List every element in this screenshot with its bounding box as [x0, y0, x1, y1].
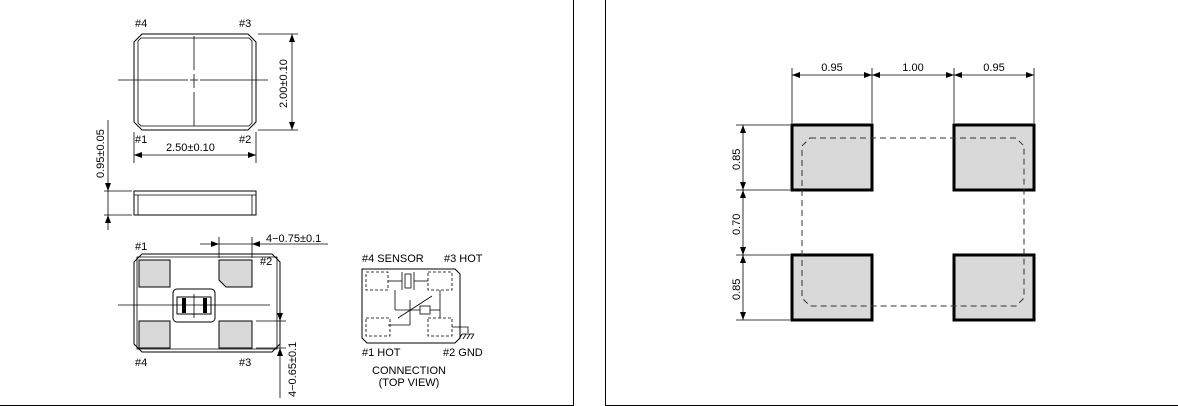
conn-sensor-label: #4 SENSOR	[362, 253, 424, 265]
conn-pad-1	[365, 317, 391, 337]
land-pattern-panel: 0.95 1.00 0.95 0.85 0.70 0.85	[605, 0, 1178, 406]
bottom-pin2-label: #2	[260, 256, 272, 268]
top-pin1-label: #1	[135, 134, 147, 146]
conn-caption-2: (TOP VIEW)	[379, 377, 440, 389]
horizontal-dimensions: 0.95 1.00 0.95	[791, 62, 1035, 123]
connection-outline	[361, 268, 461, 344]
package-drawing-panel: #4 #3 #1 #2 2.00±0.10 2.50±0.10 0.95±0.0…	[0, 0, 574, 406]
land-width-1-label: 0.95	[821, 62, 842, 74]
bottom-pad-3	[218, 320, 253, 349]
bottom-pad-4	[138, 320, 171, 349]
top-pin2-label: #2	[239, 134, 251, 146]
vertical-dimensions: 0.85 0.70 0.85	[731, 124, 790, 321]
sensor-window	[172, 288, 216, 323]
package-inner-outline	[137, 37, 253, 127]
pad-width-dimension-label: 4−0.75±0.1	[266, 233, 321, 245]
land-pad-bottom-left	[790, 253, 874, 322]
package-drawing: #4 #3 #1 #2 2.00±0.10 2.50±0.10 0.95±0.0…	[95, 18, 483, 398]
bottom-pin3-label: #3	[239, 357, 251, 369]
land-gap-label: 1.00	[902, 62, 923, 74]
conn-hot1-label: #1 HOT	[362, 347, 401, 359]
bottom-pad-2	[218, 259, 253, 288]
crystal-symbol	[404, 273, 412, 289]
conn-gnd-label: #2 GND	[443, 347, 483, 359]
package-outline	[133, 33, 257, 131]
top-view: #4 #3 #1 #2 2.00±0.10 2.50±0.10	[118, 18, 298, 163]
bottom-pad-1	[138, 259, 171, 288]
land-height-1-label: 0.85	[731, 149, 743, 170]
package-outline-dashed	[801, 137, 1025, 307]
pad-height-dimension-label: 4−0.65±0.1	[287, 342, 299, 397]
land-pads	[790, 123, 1036, 322]
conn-pad-2	[427, 317, 453, 337]
land-pattern-drawing: 0.95 1.00 0.95 0.85 0.70 0.85	[731, 62, 1036, 322]
side-outline	[133, 190, 257, 216]
land-height-2-label: 0.85	[731, 279, 743, 300]
height-dimension-label: 2.00±0.10	[278, 59, 290, 108]
top-pin4-label: #4	[135, 18, 147, 30]
thermistor-arrow	[397, 295, 433, 319]
land-pad-top-left	[790, 123, 874, 192]
resistor-symbol	[419, 305, 431, 315]
conn-hot3-label: #3 HOT	[444, 253, 483, 265]
connection-diagram: #4 SENSOR #3 HOT #1 HOT #2 GND CONNECTIO…	[361, 253, 483, 389]
land-pad-top-right	[952, 123, 1036, 192]
top-pin3-label: #3	[239, 18, 251, 30]
land-width-2-label: 0.95	[983, 62, 1004, 74]
width-dimension-label: 2.50±0.10	[166, 142, 215, 154]
land-vgap-label: 0.70	[731, 214, 743, 235]
conn-pad-4	[365, 271, 389, 291]
conn-pad-3	[427, 271, 453, 291]
conn-caption-1: CONNECTION	[372, 365, 446, 377]
bottom-view: #1 #2 #4 #3 4−0.75±0.1 4−0.65±0.1	[118, 233, 328, 398]
bottom-pin4-label: #4	[135, 357, 147, 369]
side-view: 0.95±0.05	[95, 120, 257, 230]
thickness-dimension-label: 0.95±0.05	[95, 129, 107, 178]
bottom-pin1-label: #1	[135, 241, 147, 253]
land-pad-bottom-right	[952, 253, 1036, 322]
